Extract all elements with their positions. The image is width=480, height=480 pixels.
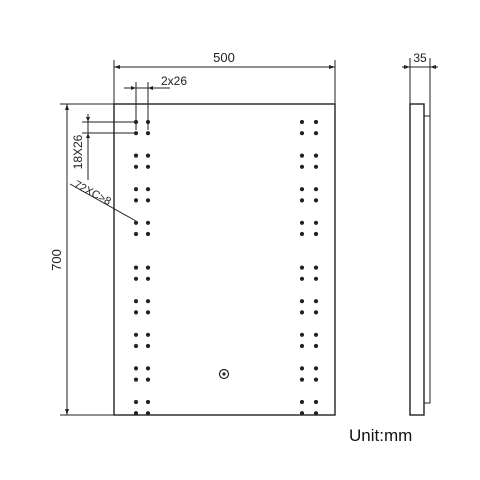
led-dot-icon bbox=[145, 299, 151, 304]
led-dot-icon bbox=[145, 310, 151, 315]
led-dot-icon bbox=[133, 276, 139, 281]
led-dot-icon bbox=[299, 332, 305, 337]
led-dot-icon bbox=[313, 187, 319, 192]
led-dot-icon bbox=[133, 343, 139, 349]
led-dot-icon bbox=[133, 119, 139, 125]
side-view-frame bbox=[423, 115, 431, 404]
led-dot-icon bbox=[313, 411, 319, 416]
led-dot-icon bbox=[133, 231, 139, 237]
arrowhead bbox=[114, 65, 120, 69]
led-dot-icon bbox=[299, 220, 305, 225]
led-dot-icon bbox=[133, 299, 139, 304]
led-dot-icon bbox=[145, 198, 151, 203]
led-dot-icon bbox=[299, 265, 305, 270]
led-dot-icon bbox=[313, 343, 319, 349]
arrowhead bbox=[404, 65, 410, 69]
led-dot-icon bbox=[299, 187, 305, 192]
mirror-outline bbox=[113, 103, 336, 416]
led-dot-icon bbox=[313, 231, 319, 237]
led-dot-icon bbox=[313, 310, 319, 315]
led-dot-icon bbox=[313, 131, 319, 136]
arrowhead bbox=[430, 65, 436, 69]
led-dot-icon bbox=[299, 366, 305, 371]
led-dot-icon bbox=[145, 332, 151, 337]
led-dot-icon bbox=[299, 231, 305, 237]
led-dot-icon bbox=[145, 343, 151, 349]
height-label: 700 bbox=[49, 249, 64, 271]
width-label: 500 bbox=[213, 50, 235, 65]
led-dot-icon bbox=[313, 276, 319, 281]
arrowhead bbox=[86, 133, 90, 138]
led-note-label: 72XC>8 bbox=[72, 179, 113, 208]
led-dot-icon bbox=[145, 187, 151, 192]
led-dot-icon bbox=[313, 153, 319, 158]
led-dot-icon bbox=[313, 198, 319, 203]
arrowhead bbox=[86, 117, 90, 122]
led-dot-icon bbox=[133, 399, 139, 405]
led-dot-icon bbox=[313, 299, 319, 304]
pitch-v-label: 18X26 bbox=[71, 134, 85, 169]
led-dot-icon bbox=[145, 276, 151, 281]
led-dot-icon bbox=[313, 377, 319, 382]
led-dot-icon bbox=[145, 164, 151, 169]
arrowhead bbox=[65, 104, 69, 110]
led-dot-icon bbox=[145, 377, 151, 382]
arrowhead bbox=[148, 86, 153, 90]
led-dot-icon bbox=[145, 231, 151, 237]
led-dot-icon bbox=[313, 265, 319, 270]
led-dot-icon bbox=[133, 366, 139, 371]
led-dot-icon bbox=[145, 265, 151, 270]
led-dot-icon bbox=[313, 119, 319, 125]
led-dot-icon bbox=[145, 366, 151, 371]
side-view-outline bbox=[409, 103, 425, 416]
led-dot-icon bbox=[133, 265, 139, 270]
led-dot-icon bbox=[299, 377, 305, 382]
led-dot-icon bbox=[133, 310, 139, 315]
unit-label: Unit:mm bbox=[349, 426, 413, 445]
arrowhead bbox=[65, 409, 69, 415]
led-dot-icon bbox=[133, 153, 139, 158]
led-dot-icon bbox=[133, 411, 139, 416]
led-dot-icon bbox=[133, 164, 139, 169]
led-dot-icon bbox=[299, 411, 305, 416]
led-dot-icon bbox=[145, 220, 151, 225]
led-dot-icon bbox=[313, 164, 319, 169]
led-dot-icon bbox=[145, 131, 151, 136]
led-dot-icon bbox=[299, 399, 305, 405]
led-dot-icon bbox=[313, 399, 319, 405]
led-dot-icon bbox=[299, 343, 305, 349]
led-dot-icon bbox=[299, 119, 305, 125]
led-dot-icon bbox=[133, 377, 139, 382]
led-dot-icon bbox=[133, 198, 139, 203]
led-dot-icon bbox=[313, 332, 319, 337]
led-dot-icon bbox=[299, 164, 305, 169]
led-array bbox=[133, 119, 319, 416]
led-dot-icon bbox=[133, 220, 139, 225]
led-dot-icon bbox=[313, 220, 319, 225]
led-dot-icon bbox=[133, 131, 139, 136]
led-dot-icon bbox=[145, 411, 151, 416]
led-dot-icon bbox=[299, 299, 305, 304]
led-dot-icon bbox=[299, 198, 305, 203]
led-dot-icon bbox=[299, 153, 305, 158]
led-note-leader bbox=[69, 183, 137, 222]
depth-label: 35 bbox=[413, 51, 427, 65]
led-dot-icon bbox=[133, 332, 139, 337]
led-dot-icon bbox=[313, 366, 319, 371]
pitch-h-label: 2x26 bbox=[161, 74, 187, 88]
touch-sensor-icon bbox=[218, 368, 230, 380]
arrowheads bbox=[65, 65, 436, 415]
led-dot-icon bbox=[133, 187, 139, 192]
arrowhead bbox=[131, 86, 136, 90]
led-dot-icon bbox=[299, 131, 305, 136]
led-dot-icon bbox=[299, 276, 305, 281]
led-dot-icon bbox=[145, 153, 151, 158]
led-dot-icon bbox=[145, 399, 151, 405]
led-dot-icon bbox=[299, 310, 305, 315]
arrowhead bbox=[329, 65, 335, 69]
led-dot-icon bbox=[145, 119, 151, 125]
